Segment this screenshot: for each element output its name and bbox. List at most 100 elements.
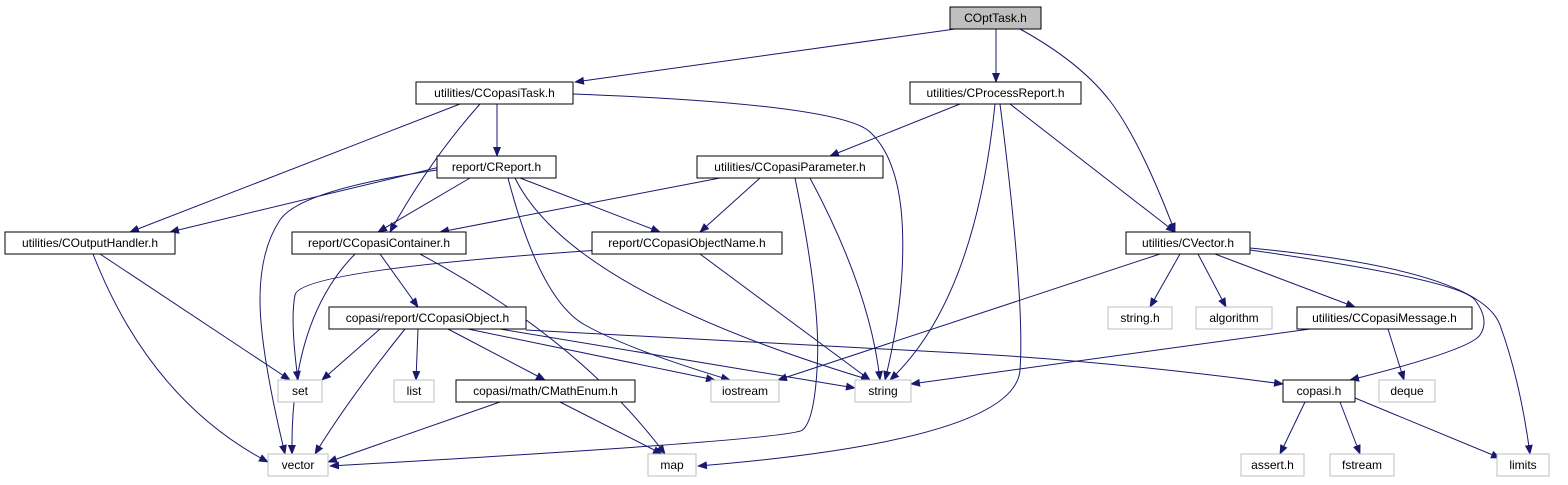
- edge-copasi-to-fstream: [1339, 401, 1361, 455]
- edge-copasi-to-assert: [1279, 401, 1306, 455]
- node-label-map: map: [660, 458, 684, 472]
- edge-creport-to-ccopasicontainer: [377, 177, 471, 233]
- node-box-copttask: [949, 6, 1042, 30]
- node-assert: assert.h: [1240, 453, 1305, 477]
- node-list: list: [393, 379, 435, 403]
- edge-ccopasitask-to-ccopasicontainer: [389, 103, 481, 233]
- node-vector: vector: [267, 453, 329, 477]
- edge-cvector-to-ccopasimessage: [1214, 253, 1356, 308]
- node-label-algorithm: algorithm: [1209, 311, 1258, 325]
- node-label-vector: vector: [282, 458, 315, 472]
- edge-creport-to-iostream: [507, 177, 731, 382]
- edge-ccopasiobject-to-cmathenum: [447, 328, 546, 381]
- edge-cvector-to-iostream: [777, 253, 1161, 381]
- nodes-layer: COptTask.h utilities/CCopasiTask.h utiliti…: [4, 6, 1550, 477]
- edge-cmathenum-to-map: [559, 401, 663, 455]
- node-string_h: string.h: [1107, 306, 1173, 330]
- node-box-fstream: [1329, 453, 1395, 477]
- edge-cvector-to-string_h: [1149, 253, 1181, 308]
- edge-cvector-to-algorithm: [1197, 253, 1227, 308]
- node-ccopasimessage[interactable]: utilities/CCopasiMessage.h: [1296, 306, 1473, 330]
- node-label-fstream: fstream: [1342, 458, 1382, 472]
- node-label-list: list: [407, 384, 422, 398]
- node-box-ccopasiobject: [328, 306, 527, 330]
- edge-copasi-to-limits: [1354, 397, 1501, 459]
- node-coutputhandler[interactable]: utilities/COutputHandler.h: [4, 231, 176, 255]
- node-ccopasiparameter[interactable]: utilities/CCopasiParameter.h: [696, 155, 884, 179]
- node-label-cprocessreport: utilities/CProcessReport.h: [926, 86, 1064, 100]
- edge-ccopasitask-to-coutputhandler: [129, 103, 461, 233]
- node-box-deque: [1378, 379, 1436, 403]
- node-limits: limits: [1496, 453, 1550, 477]
- edge-ccopasicontainer-to-vector: [287, 253, 356, 455]
- node-box-set: [277, 379, 323, 403]
- node-box-cvector: [1125, 231, 1251, 255]
- node-box-ccopasicontainer: [291, 231, 467, 255]
- edge-ccopasiparameter-to-ccopasiobjectname: [699, 177, 761, 233]
- node-box-map: [647, 453, 697, 477]
- node-label-copttask: COptTask.h: [964, 11, 1027, 25]
- node-label-creport: report/CReport.h: [452, 160, 541, 174]
- node-copttask[interactable]: COptTask.h: [949, 6, 1042, 30]
- edge-ccopasiparameter-to-ccopasicontainer: [439, 177, 721, 235]
- edge-cprocessreport-to-cvector: [1009, 103, 1176, 233]
- node-box-ccopasitask: [415, 81, 574, 105]
- edge-ccopasiobject-to-vector: [314, 328, 406, 455]
- node-string: string: [854, 379, 912, 403]
- node-set: set: [277, 379, 323, 403]
- edges-layer: [92, 28, 1533, 470]
- edge-ccopasimessage-to-deque: [1387, 328, 1406, 381]
- node-ccopasicontainer[interactable]: report/CCopasiContainer.h: [291, 231, 467, 255]
- edge-cprocessreport-to-string: [889, 103, 996, 381]
- node-label-copasi: copasi.h: [1297, 384, 1342, 398]
- node-copasi[interactable]: copasi.h: [1282, 379, 1356, 403]
- edge-creport-to-vector: [259, 169, 438, 455]
- node-cprocessreport[interactable]: utilities/CProcessReport.h: [909, 81, 1082, 105]
- edge-cvector-to-limits: [1249, 247, 1533, 455]
- node-algorithm: algorithm: [1195, 306, 1273, 330]
- edge-ccopasitask-to-string: [572, 93, 904, 381]
- edge-cmathenum-to-vector: [327, 401, 501, 463]
- edge-ccopasicontainer-to-map: [419, 253, 666, 455]
- node-box-assert: [1240, 453, 1305, 477]
- node-box-algorithm: [1195, 306, 1273, 330]
- node-box-list: [393, 379, 435, 403]
- node-label-deque: deque: [1390, 384, 1424, 398]
- edge-ccopasiobject-to-list: [412, 328, 421, 381]
- node-label-string_h: string.h: [1120, 311, 1159, 325]
- node-label-cmathenum: copasi/math/CMathEnum.h: [473, 384, 618, 398]
- edge-ccopasiparameter-to-string: [809, 177, 883, 381]
- node-label-limits: limits: [1509, 458, 1536, 472]
- node-box-string: [854, 379, 912, 403]
- edge-ccopasiobjectname-to-set: [292, 249, 601, 381]
- node-ccopasiobjectname[interactable]: report/CCopasiObjectName.h: [591, 231, 783, 255]
- node-label-ccopasiobject: copasi/report/CCopasiObject.h: [346, 311, 509, 325]
- node-fstream: fstream: [1329, 453, 1395, 477]
- edge-creport-to-string: [514, 177, 871, 382]
- node-label-set: set: [292, 384, 309, 398]
- edge-coutputhandler-to-vector: [92, 253, 269, 463]
- edge-ccopasiobject-to-set: [321, 328, 381, 381]
- node-map: map: [647, 453, 697, 477]
- node-box-cprocessreport: [909, 81, 1082, 105]
- node-ccopasiobject[interactable]: copasi/report/CCopasiObject.h: [328, 306, 527, 330]
- node-box-ccopasiparameter: [696, 155, 884, 179]
- node-box-iostream: [710, 379, 780, 403]
- edge-copttask-to-cvector: [1019, 28, 1176, 233]
- edge-creport-to-ccopasiobjectname: [519, 177, 661, 233]
- node-label-string: string: [868, 384, 897, 398]
- node-ccopasitask[interactable]: utilities/CCopasiTask.h: [415, 81, 574, 105]
- node-creport[interactable]: report/CReport.h: [436, 155, 557, 179]
- edge-ccopasiparameter-to-vector: [329, 177, 819, 470]
- edge-ccopasiobjectname-to-string: [699, 253, 871, 381]
- node-box-string_h: [1107, 306, 1173, 330]
- node-box-ccopasimessage: [1296, 306, 1473, 330]
- node-iostream: iostream: [710, 379, 780, 403]
- node-label-ccopasitask: utilities/CCopasiTask.h: [434, 86, 555, 100]
- node-cmathenum[interactable]: copasi/math/CMathEnum.h: [455, 379, 636, 403]
- edge-cprocessreport-to-map: [697, 103, 1022, 470]
- node-box-limits: [1496, 453, 1550, 477]
- node-label-cvector: utilities/CVector.h: [1142, 236, 1234, 250]
- node-label-assert: assert.h: [1251, 458, 1294, 472]
- node-cvector[interactable]: utilities/CVector.h: [1125, 231, 1251, 255]
